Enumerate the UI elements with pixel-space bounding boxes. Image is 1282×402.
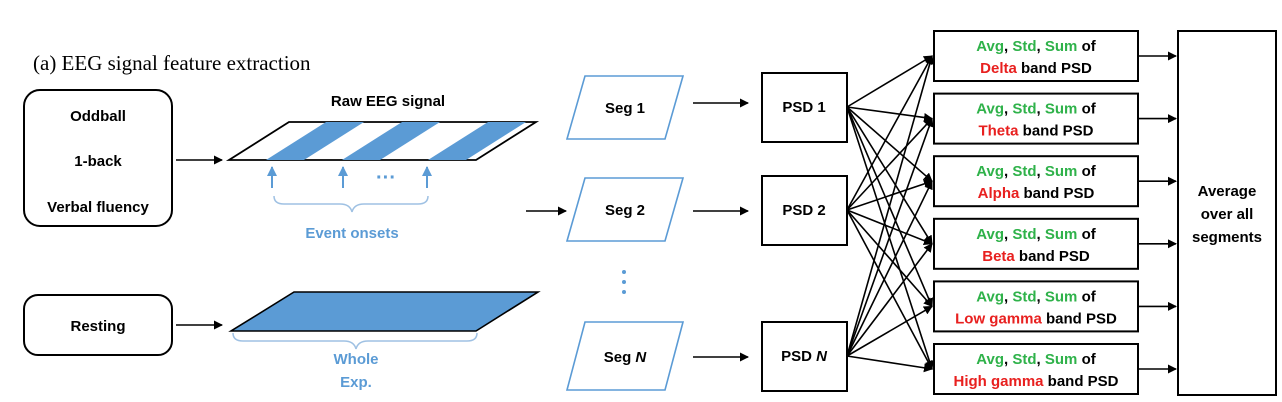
feature-box-theta <box>933 92 1139 145</box>
panel-title: (a) EEG signal feature extraction <box>33 51 311 75</box>
arrow-psd2-to-low-gamma <box>846 209 933 308</box>
arrow-psd2-to-high-gamma <box>846 209 933 370</box>
feature-stats-high-gamma: Avg, Std, Sum of <box>976 351 1096 368</box>
seg-1-label: Seg 1 <box>605 100 645 117</box>
feature-stats-delta: Avg, Std, Sum of <box>976 38 1096 55</box>
feature-boxes: Avg, Std, Sum of Delta band PSD Avg, Std, … <box>933 30 1177 395</box>
arrow-psd1-to-delta <box>846 55 933 108</box>
average-line-2: over all <box>1201 206 1254 223</box>
feature-band-high-gamma: High gamma band PSD <box>953 373 1118 390</box>
raw-eeg-label: Raw EEG signal <box>331 93 445 110</box>
event-segment-3 <box>428 122 526 160</box>
feature-stats-alpha: Avg, Std, Sum of <box>976 163 1096 180</box>
feature-band-delta: Delta band PSD <box>980 60 1092 77</box>
event-onsets-label: Event onsets <box>305 225 398 242</box>
task-1-back: 1-back <box>74 153 122 170</box>
task-resting: Resting <box>70 318 125 335</box>
task-oddball: Oddball <box>70 108 126 125</box>
arrow-psd1-to-low-gamma <box>846 106 934 308</box>
feature-band-low-gamma: Low gamma band PSD <box>955 310 1117 327</box>
psd-1-label: PSD 1 <box>782 99 825 116</box>
seg-n-shape <box>565 321 685 391</box>
feature-box-beta <box>933 217 1139 270</box>
feature-box-low-gamma <box>933 280 1139 333</box>
seg-2-label: Seg 2 <box>605 202 645 219</box>
resting-box <box>23 294 173 356</box>
arrow-psd2-to-theta <box>846 117 933 211</box>
feature-box-alpha <box>933 155 1139 208</box>
event-segment-1 <box>266 122 364 160</box>
arrow-psd1-to-alpha <box>846 106 933 182</box>
feature-stats-theta: Avg, Std, Sum of <box>976 101 1096 118</box>
average-line-1: Average <box>1198 183 1257 200</box>
whole-label: Whole <box>334 351 379 368</box>
feature-band-beta: Beta band PSD <box>982 248 1090 265</box>
arrow-psd3-to-alpha <box>846 180 933 357</box>
arrow-psd2-to-beta <box>846 209 933 246</box>
seg-2-shape <box>565 177 685 242</box>
feature-box-delta <box>933 30 1139 82</box>
vertical-ellipsis <box>622 270 626 294</box>
whole-exp-brace <box>232 332 478 350</box>
arrow-psd3-to-high-gamma <box>846 355 933 373</box>
psd-n-label: PSD N <box>781 348 828 365</box>
feature-band-theta: Theta band PSD <box>978 123 1093 140</box>
feature-band-alpha: Alpha band PSD <box>978 185 1095 202</box>
task-box <box>23 89 173 227</box>
arrow-psd3-to-beta <box>846 243 933 357</box>
feature-box-high-gamma <box>933 343 1139 395</box>
feature-stats-beta: Avg, Std, Sum of <box>976 226 1096 243</box>
arrow-psd2-to-alpha <box>846 179 933 211</box>
event-segment-2 <box>342 122 440 160</box>
arrow-psd2-to-delta <box>846 55 933 211</box>
task-verbal-fluency: Verbal fluency <box>47 199 149 216</box>
feature-stats-low-gamma: Avg, Std, Sum of <box>976 288 1096 305</box>
arrow-psd1-to-beta <box>846 106 933 245</box>
seg-1-shape <box>565 75 685 140</box>
psd-2-label: PSD 2 <box>782 202 825 219</box>
arrow-psd3-to-low-gamma <box>846 305 933 357</box>
arrow-psd1-to-high-gamma <box>846 106 934 370</box>
average-box <box>1177 30 1277 396</box>
psd-to-feature-arrows <box>846 55 935 373</box>
psd-1-box <box>761 72 848 143</box>
average-line-3: segments <box>1192 229 1262 246</box>
raw-eeg-strip <box>225 121 540 161</box>
event-onsets-brace <box>273 195 429 213</box>
ellipsis-dots: ··· <box>376 167 396 189</box>
whole-exp-strip <box>228 291 541 332</box>
seg-n-label: Seg N <box>604 349 648 366</box>
arrow-psd1-to-theta <box>846 106 933 122</box>
exp-label: Exp. <box>340 374 372 391</box>
